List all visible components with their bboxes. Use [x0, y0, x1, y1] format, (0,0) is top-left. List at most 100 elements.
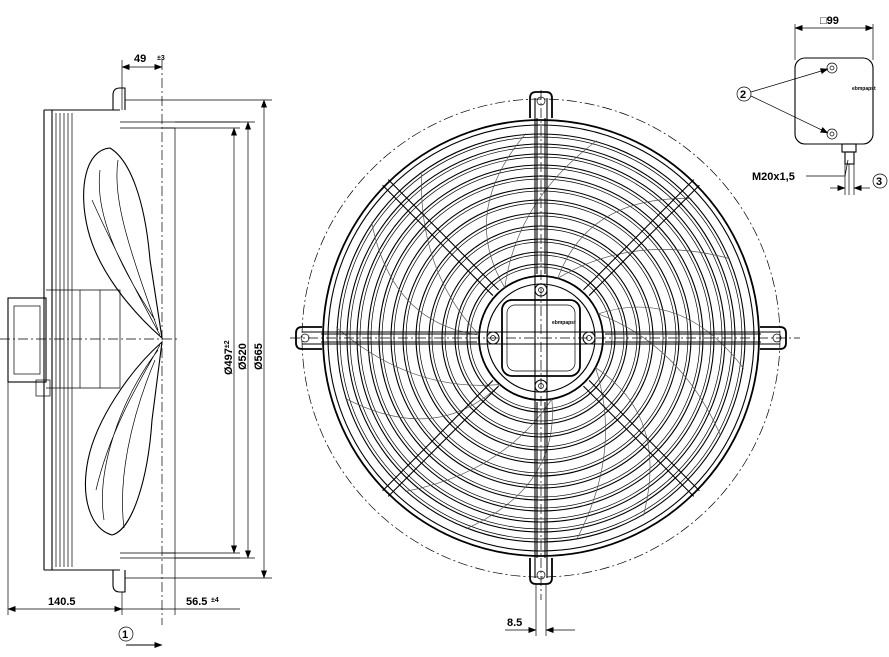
- terminal-box: [794, 57, 874, 145]
- blade-trailing-3: [405, 398, 553, 492]
- hub-screw-1: [534, 283, 548, 297]
- callout-1-label: 1: [122, 629, 128, 641]
- top-mount-lug: [529, 91, 553, 118]
- wall-ring: [43, 109, 120, 571]
- guard-side: [120, 127, 176, 554]
- guard-wire-ring-8: [415, 212, 667, 464]
- guard-bar-a-6: [382, 184, 494, 296]
- cable-gland-side: [35, 379, 51, 397]
- dim-565b-label: 56.5: [186, 596, 207, 608]
- guard-wire-ring-inner-10: [444, 241, 638, 435]
- guard-wire-ring-inner-7: [405, 202, 677, 474]
- dim-1405-label: 140.5: [48, 596, 76, 608]
- upper-blade-contours: [91, 159, 161, 336]
- side-view: [0, 60, 240, 625]
- bottom-lug-hole: [536, 570, 546, 580]
- left-lug-hole: [300, 333, 310, 343]
- guard-side-rails: [120, 121, 240, 559]
- guard-wire-ring-inner-12: [469, 266, 613, 410]
- guard-wire-ring-inner-5: [381, 178, 701, 498]
- box-logo: ebmpapst: [852, 86, 876, 92]
- hub-screw-3: [486, 331, 500, 345]
- blade-trailing-7: [557, 249, 731, 279]
- hub-ring-outer: [478, 275, 604, 401]
- hub-screw-inner-1: [538, 287, 544, 293]
- box-screw-bottom: [826, 128, 838, 140]
- blade-edge-2: [595, 367, 651, 516]
- dim-565-label: Ø565: [253, 343, 265, 370]
- box-screw-top: [826, 62, 838, 74]
- guard-bar-a-8: [583, 179, 695, 291]
- cable-gland-nut: [844, 151, 855, 165]
- hub-screw-inner-3: [490, 335, 496, 341]
- guard-wire-ring-4: [367, 164, 715, 512]
- blade-trailing-2: [576, 367, 606, 541]
- front-terminal-box: [501, 299, 581, 377]
- side-dimensions: 49 ±3 Ø497±2 Ø520 Ø565 140.5 56.5 ±4 1: [7, 53, 272, 648]
- rotor-hub-lines: [59, 290, 101, 388]
- guard-wire-ring-6: [390, 187, 692, 489]
- blade-trailing-6: [504, 140, 597, 288]
- callout-1-circle: [118, 626, 134, 642]
- blade-trailing-1: [597, 313, 722, 437]
- guard-wire-ring-inner-6: [393, 190, 689, 486]
- bottom-foot: [112, 570, 126, 593]
- blade-edge-1: [597, 306, 744, 369]
- guard-wire-ring-2: [346, 143, 736, 533]
- callout-3-label: 3: [876, 176, 882, 188]
- guard-bar-a-2: [588, 380, 700, 492]
- dim-497-label: Ø497±2: [223, 340, 235, 375]
- dim-85-label: 8.5: [507, 617, 522, 629]
- guard-bar-b-2: [583, 385, 695, 497]
- front-dimensions: 8.5: [505, 585, 575, 636]
- guard-wire-ring-inner-1: [339, 136, 743, 540]
- cable-gland: [841, 143, 857, 153]
- blade-trailing-5: [421, 171, 480, 336]
- dim-520-label: Ø520: [237, 343, 249, 370]
- blade-edge-7: [557, 198, 692, 279]
- right-lug-hole: [772, 333, 782, 343]
- guard-wire-ring-11: [454, 251, 628, 425]
- dim-49-label: 49: [134, 53, 146, 65]
- guard-wire-ring-inner-9: [431, 228, 651, 448]
- hub-screw-inner-4: [586, 335, 592, 341]
- blade-edge-4: [344, 384, 501, 420]
- bottom-mount-lug: [529, 558, 553, 585]
- dim-49-tol: ±3: [157, 55, 165, 62]
- guard-wire-ring-1: [336, 133, 746, 543]
- lower-blade: [84, 340, 163, 536]
- callout-3-circle: [872, 173, 888, 189]
- blade-edge-5: [371, 222, 480, 336]
- motor-housing-inner: [13, 305, 41, 375]
- guard-bar-a-4: [387, 385, 499, 497]
- blade-edge-6: [486, 133, 527, 288]
- top-foot: [112, 87, 126, 110]
- guard-wire-ring-inner-4: [370, 167, 712, 509]
- front-terminal-box-inner: [506, 304, 576, 372]
- guard-bar-b-8: [588, 184, 700, 296]
- guard-wire-ring-7: [402, 199, 680, 477]
- guard-wire-ring-9: [428, 225, 654, 451]
- thread-label: M20x1,5: [752, 171, 795, 183]
- right-mount-lug: [760, 326, 787, 350]
- guard-wire-ring-inner-3: [359, 156, 723, 520]
- flange-circle: [301, 98, 781, 578]
- dim-99-label: □99: [820, 15, 839, 27]
- hub-screw-inner-2: [538, 383, 544, 389]
- front-box-logo: ebmpapst: [552, 320, 576, 326]
- guard-wire-ring-inner-2: [349, 146, 733, 530]
- front-view: ebmpapst: [290, 90, 800, 600]
- callout-2-label: 2: [740, 89, 746, 101]
- blade-edge-3: [465, 399, 553, 530]
- guard-wire-ring-10: [441, 238, 641, 438]
- guard-wire-ring-inner-8: [418, 215, 664, 461]
- motor-housing: [7, 297, 47, 383]
- guard-outer-ring-inner: [327, 124, 755, 552]
- callout-2-circle: [736, 86, 752, 102]
- guard-wire-ring-inner-11: [457, 254, 625, 422]
- rotor-hub: [46, 289, 121, 389]
- guard-wire-ring-12: [466, 263, 616, 413]
- hub-screw-4: [582, 331, 596, 345]
- hub-screw-2: [534, 379, 548, 393]
